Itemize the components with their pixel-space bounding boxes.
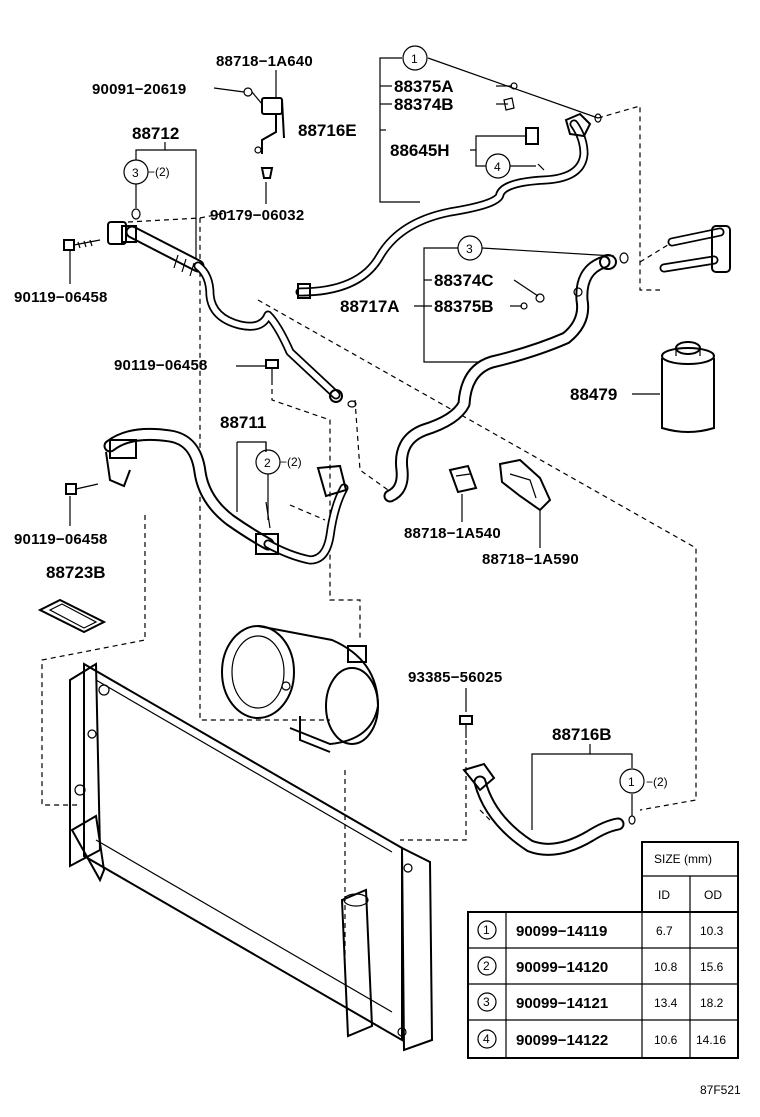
size-row-3-ref: 3 <box>483 995 490 1009</box>
pipe-88711 <box>103 427 349 565</box>
size-row-1-part: 90099−14119 <box>516 923 607 940</box>
callout-3-mid: 3 <box>466 242 473 256</box>
label-88717A: 88717A <box>340 297 400 316</box>
size-row-2-id: 10.8 <box>654 960 678 974</box>
receiver-88479-icon <box>661 341 715 433</box>
size-row-1-od: 10.3 <box>700 924 724 938</box>
pipe-88712 <box>107 208 357 408</box>
label-90119-06458-low: 90119−06458 <box>14 531 108 548</box>
condenser-icon <box>69 662 434 1052</box>
callout-3-left: 3 <box>132 166 139 180</box>
dashed-guides <box>41 105 697 960</box>
pipe-fittings-right-icon <box>659 225 731 273</box>
callout-1-right: 1 <box>628 775 635 789</box>
hose-88716E <box>295 82 602 299</box>
label-88718-1A640: 88718−1A640 <box>216 53 313 70</box>
qty-label-88716B: −(2) <box>646 775 668 789</box>
clamp-88718-1A590-icon <box>498 458 552 512</box>
qty-label-88712: −(2) <box>148 165 170 179</box>
label-88716E: 88716E <box>298 121 357 140</box>
label-88723B: 88723B <box>46 563 106 582</box>
hose-88717A <box>383 252 629 503</box>
label-93385-56025: 93385−56025 <box>408 669 502 686</box>
callout-2-mid: 2 <box>264 456 271 470</box>
qty-label-88711: −(2) <box>280 455 302 469</box>
bolt-90119-mid-icon <box>265 359 279 380</box>
label-90119-06458-mid: 90119−06458 <box>114 357 208 374</box>
compressor-icon <box>221 625 380 753</box>
label-88374C: 88374C <box>434 271 494 290</box>
callout-1-top: 1 <box>411 52 418 66</box>
size-row-4-part: 90099−14122 <box>516 1032 608 1049</box>
label-88718-1A590: 88718−1A590 <box>482 551 579 568</box>
size-row-3-od: 18.2 <box>700 996 724 1010</box>
size-row-1-id: 6.7 <box>656 924 673 938</box>
label-90119-06458-top: 90119−06458 <box>14 289 108 306</box>
label-88718-1A540: 88718−1A540 <box>404 525 501 542</box>
label-88716B: 88716B <box>552 725 612 744</box>
label-88479: 88479 <box>570 385 617 404</box>
label-90179-06032: 90179−06032 <box>210 207 304 224</box>
size-row-4-od: 14.16 <box>696 1033 726 1047</box>
bolt-90119-top-icon <box>63 239 101 251</box>
label-88374B: 88374B <box>394 95 454 114</box>
bracket-88718-1A640-icon <box>243 87 285 179</box>
gasket-88723B-icon <box>37 598 107 634</box>
size-row-2-od: 15.6 <box>700 960 724 974</box>
hose-88716B <box>462 762 636 856</box>
diagram-code: 87F521 <box>700 1083 741 1097</box>
label-88712: 88712 <box>132 124 179 143</box>
size-table-col-od: OD <box>704 888 722 902</box>
size-row-2-part: 90099−14120 <box>516 959 608 976</box>
size-table-col-id: ID <box>658 888 670 902</box>
part-labels: 88718−1A640 90091−20619 88712 90179−0603… <box>14 53 668 789</box>
size-table: SIZE (mm) ID OD 1 90099−14119 6.7 10.3 2… <box>467 841 739 1059</box>
size-row-3-part: 90099−14121 <box>516 995 608 1012</box>
leader-lines <box>69 57 660 830</box>
size-row-4-id: 10.6 <box>654 1033 678 1047</box>
size-row-2-ref: 2 <box>483 959 490 973</box>
label-88645H: 88645H <box>390 141 450 160</box>
size-row-4-ref: 4 <box>483 1032 490 1046</box>
callouts: 1 3 4 3 2 1 <box>123 45 645 794</box>
callout-4-top: 4 <box>494 160 501 174</box>
size-table-header: SIZE (mm) <box>654 852 712 866</box>
label-88711: 88711 <box>220 413 266 432</box>
label-88375A: 88375A <box>394 77 454 96</box>
clamp-88718-1A540-icon <box>448 464 478 494</box>
bolt-90119-low-icon <box>65 483 99 495</box>
label-90091-20619: 90091−20619 <box>92 81 186 98</box>
label-88375B: 88375B <box>434 297 494 316</box>
size-row-3-id: 13.4 <box>654 996 678 1010</box>
size-row-1-ref: 1 <box>483 923 490 937</box>
bolt-93385-icon <box>459 715 473 738</box>
